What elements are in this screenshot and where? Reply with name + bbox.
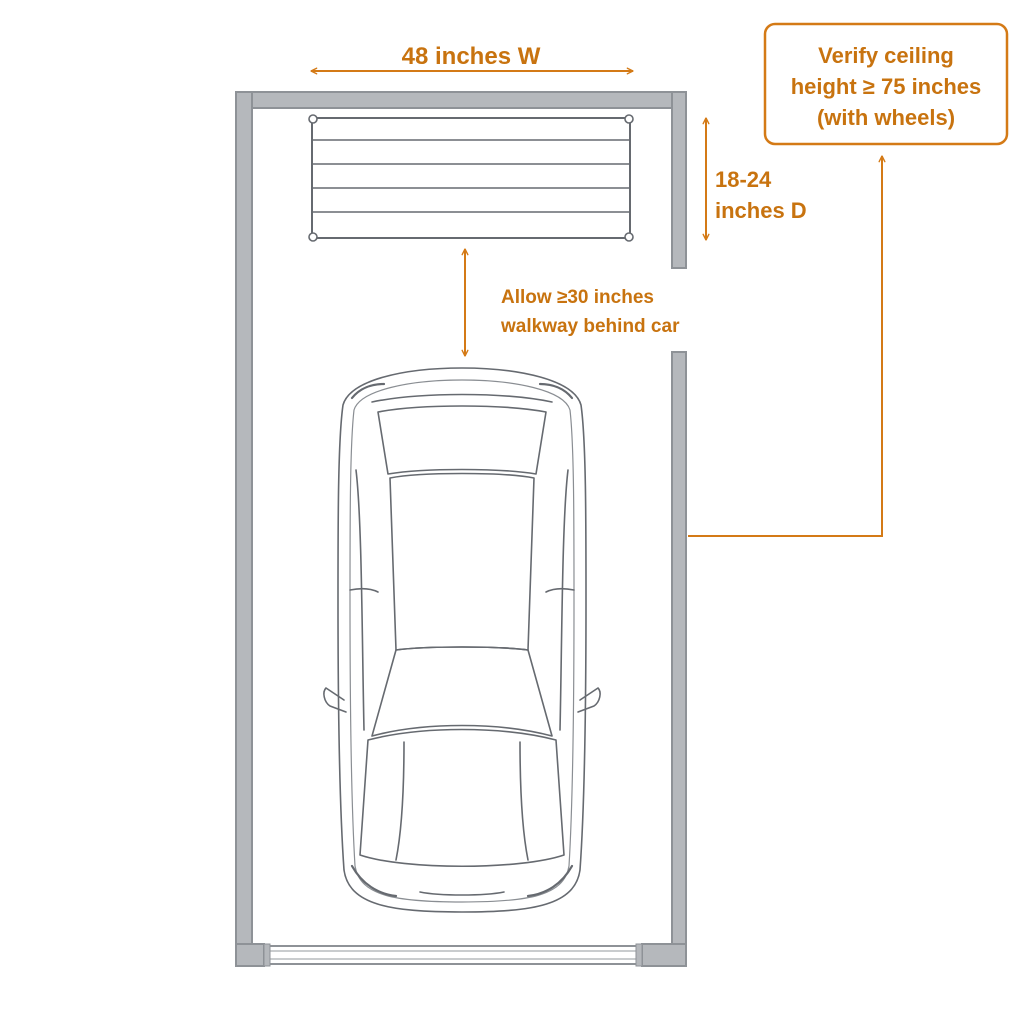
ceiling-callout (688, 22, 1009, 537)
callout-leader-line (688, 155, 886, 537)
shelf-post-icon (308, 232, 318, 242)
storage-shelf (308, 114, 634, 242)
width-label: 48 inches W (402, 43, 541, 70)
depth-label-line1: 18-24 (715, 167, 772, 192)
walkway-label-line2: walkway behind car (500, 316, 680, 337)
left-wall (235, 91, 253, 967)
walkway-label-line1: Allow ≥30 inches (501, 287, 654, 308)
ceiling-label-line2: height ≥ 75 inches (791, 74, 982, 99)
ceiling-label-line1: Verify ceiling (818, 43, 954, 68)
shelf-post-icon (624, 232, 634, 242)
shelf-post-icon (308, 114, 318, 124)
right-wall-lower (671, 351, 687, 967)
car-icon (323, 367, 601, 913)
ceiling-callout-box (763, 22, 1009, 146)
depth-label-line2: inches D (715, 198, 807, 223)
ceiling-label-line3: (with wheels) (817, 105, 955, 130)
shelf-post-icon (624, 114, 634, 124)
right-wall-upper (671, 91, 687, 269)
garage-walls (235, 91, 687, 967)
garage-door (263, 943, 643, 967)
bottom-wall-right (641, 943, 687, 967)
top-wall (235, 91, 687, 109)
bottom-wall-left (235, 943, 265, 967)
